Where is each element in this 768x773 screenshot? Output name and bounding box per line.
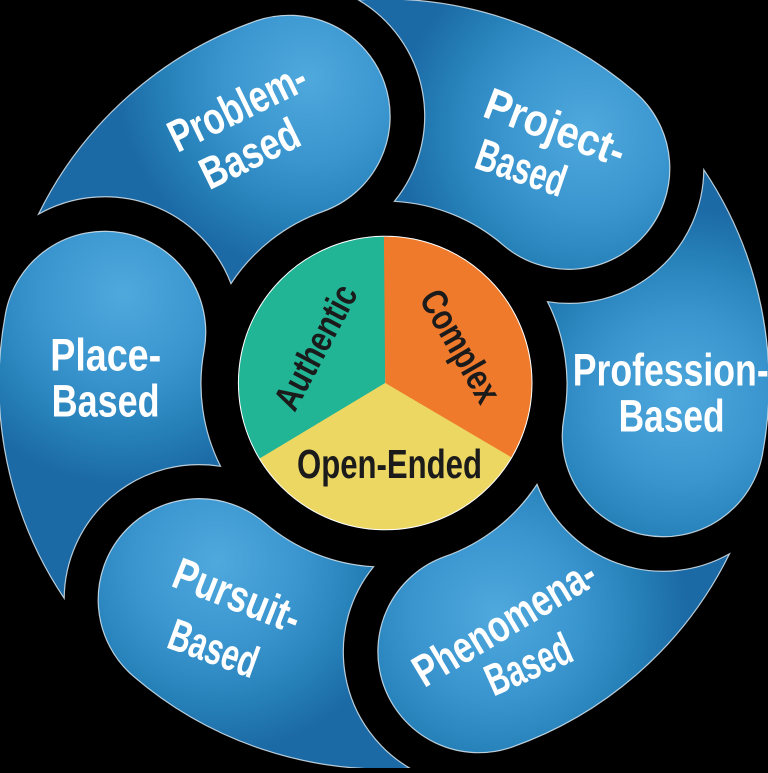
svg-text:Based: Based <box>52 376 160 427</box>
svg-text:Profession-: Profession- <box>573 344 768 395</box>
svg-text:Place-: Place- <box>50 330 161 381</box>
svg-text:Open-Ended: Open-Ended <box>297 441 482 487</box>
svg-text:Based: Based <box>619 391 725 442</box>
